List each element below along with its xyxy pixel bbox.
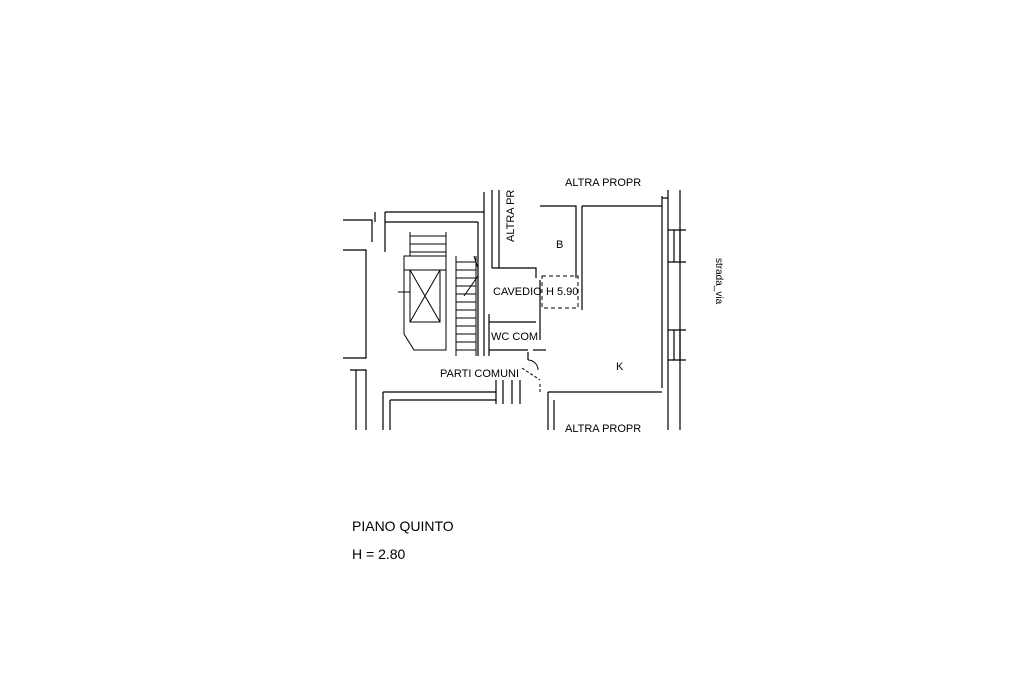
label-wc: WC COM: [491, 331, 538, 343]
label-top-other: ALTRA PROPR: [565, 177, 641, 189]
staircase: [398, 232, 479, 356]
label-room-k: K: [616, 361, 624, 373]
label-bottom-other: ALTRA PROPR: [565, 423, 641, 435]
floor-title: PIANO QUINTO: [352, 518, 454, 534]
walls: [343, 190, 686, 430]
label-vertical-other: ALTRA PR: [505, 190, 517, 242]
label-street: strada_via: [713, 258, 724, 305]
label-courtyard: CAVEDIO: [493, 286, 542, 298]
door-swings: [521, 359, 541, 392]
label-room-b: B: [556, 239, 563, 251]
courtyard-outline: [541, 275, 579, 309]
label-courtyard-height: H 5.90: [546, 286, 578, 298]
floor-height: H = 2.80: [352, 546, 406, 562]
label-common-parts: PARTI COMUNI: [440, 368, 519, 380]
